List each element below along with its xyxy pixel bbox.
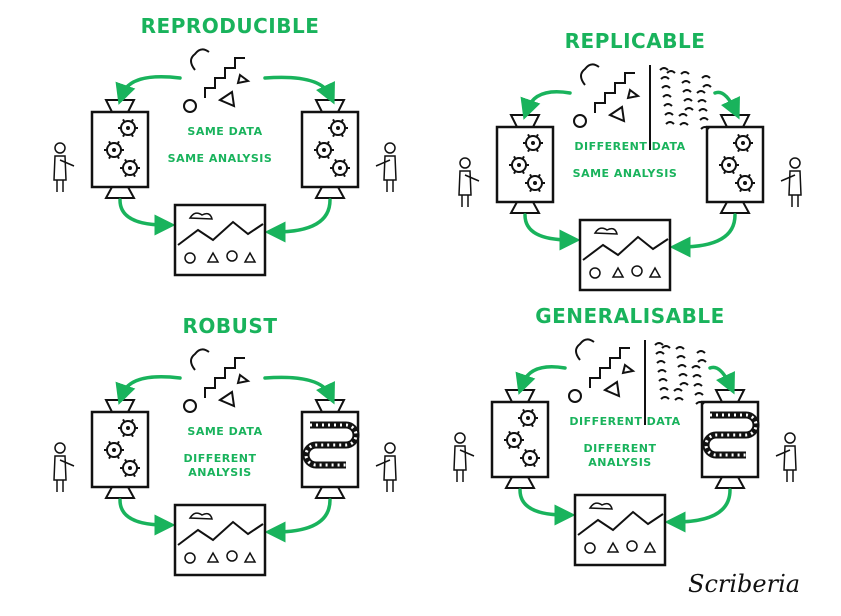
scientist-icon bbox=[53, 442, 75, 492]
gear-icon bbox=[118, 118, 138, 138]
panel-robust: ROBUST SAME DATA DIFFERENT ANALYSIS bbox=[0, 300, 430, 610]
gear-icon bbox=[719, 155, 739, 175]
arrow-data-to-right-machine bbox=[263, 75, 335, 105]
arrow-right-machine-to-result bbox=[669, 213, 737, 258]
scientist-icon bbox=[780, 157, 802, 207]
gear-machine-icon bbox=[90, 399, 150, 499]
gear-icon bbox=[104, 140, 124, 160]
arrow-data-to-right-machine bbox=[713, 90, 740, 120]
panel-drawing bbox=[453, 338, 797, 567]
panel-title: REPLICABLE bbox=[564, 29, 706, 53]
scientist-icon bbox=[453, 432, 475, 482]
gear-icon bbox=[314, 140, 334, 160]
conveyor-machine-icon bbox=[300, 399, 360, 499]
panel-title: ROBUST bbox=[182, 314, 278, 338]
gear-machine-icon bbox=[490, 389, 550, 489]
data-pile-icon bbox=[568, 338, 636, 403]
scriberia-logo: Scriberia bbox=[688, 570, 801, 598]
gear-icon bbox=[518, 408, 538, 428]
analysis-label: SAME ANALYSIS bbox=[167, 152, 273, 165]
gear-icon bbox=[525, 173, 545, 193]
gear-icon bbox=[104, 440, 124, 460]
result-image-icon bbox=[173, 203, 267, 277]
scientist-icon bbox=[458, 157, 480, 207]
panel-reproducible: REPRODUCIBLE SAME DATA SAME ANALYSIS bbox=[0, 0, 430, 310]
data-pile-icon bbox=[183, 48, 251, 113]
data-label: DIFFERENT DATA bbox=[574, 140, 686, 153]
arrow-data-to-left-machine bbox=[115, 75, 182, 105]
arrow-data-to-left-machine bbox=[115, 375, 182, 405]
result-image-icon bbox=[573, 493, 667, 567]
gear-icon bbox=[328, 118, 348, 138]
gear-machine-icon bbox=[300, 99, 360, 199]
data-label: SAME DATA bbox=[187, 125, 263, 138]
gear-machine-icon bbox=[705, 114, 765, 214]
panel-title: REPRODUCIBLE bbox=[140, 14, 320, 38]
gear-icon bbox=[735, 173, 755, 193]
scattered-data-icon bbox=[654, 342, 707, 405]
arrow-left-machine-to-result bbox=[118, 198, 176, 236]
gear-icon bbox=[509, 155, 529, 175]
arrow-right-machine-to-result bbox=[664, 488, 732, 533]
arrow-data-to-left-machine bbox=[520, 90, 572, 120]
gear-icon bbox=[520, 448, 540, 468]
panel-drawing bbox=[458, 63, 802, 292]
arrow-left-machine-to-result bbox=[523, 213, 581, 251]
analysis-label: DIFFERENT ANALYSIS bbox=[183, 452, 257, 479]
conveyor-machine-icon bbox=[700, 389, 760, 489]
gear-icon bbox=[330, 158, 350, 178]
panel-drawing bbox=[53, 348, 397, 577]
gear-icon bbox=[733, 133, 753, 153]
arrow-data-to-right-machine bbox=[263, 375, 335, 405]
gear-icon bbox=[504, 430, 524, 450]
arrow-left-machine-to-result bbox=[118, 498, 176, 536]
gear-icon bbox=[523, 133, 543, 153]
panel-title: GENERALISABLE bbox=[535, 304, 725, 328]
arrow-data-to-left-machine bbox=[515, 365, 567, 395]
scientist-icon bbox=[775, 432, 797, 482]
scientist-icon bbox=[375, 142, 397, 192]
gear-icon bbox=[118, 418, 138, 438]
analysis-label: DIFFERENT ANALYSIS bbox=[583, 442, 657, 469]
gear-icon bbox=[120, 158, 140, 178]
scientist-icon bbox=[53, 142, 75, 192]
gear-machine-icon bbox=[90, 99, 150, 199]
result-image-icon bbox=[578, 218, 672, 292]
panel-generalisable: GENERALISABLE DIFFERENT DATA DIFFERENT A… bbox=[400, 290, 830, 600]
analysis-label: SAME ANALYSIS bbox=[572, 167, 678, 180]
scattered-data-icon bbox=[659, 67, 712, 130]
panel-drawing bbox=[53, 48, 397, 277]
arrow-right-machine-to-result bbox=[264, 198, 332, 243]
data-label: DIFFERENT DATA bbox=[569, 415, 681, 428]
result-image-icon bbox=[173, 503, 267, 577]
gear-machine-icon bbox=[495, 114, 555, 214]
scientist-icon bbox=[375, 442, 397, 492]
panel-replicable: REPLICABLE DIFFERENT DATA SAME ANALYSIS bbox=[405, 15, 835, 325]
gear-icon bbox=[120, 458, 140, 478]
data-label: SAME DATA bbox=[187, 425, 263, 438]
arrow-right-machine-to-result bbox=[264, 498, 332, 543]
arrow-data-to-right-machine bbox=[708, 365, 735, 395]
arrow-left-machine-to-result bbox=[518, 488, 576, 526]
data-pile-icon bbox=[573, 63, 641, 128]
data-pile-icon bbox=[183, 348, 251, 413]
